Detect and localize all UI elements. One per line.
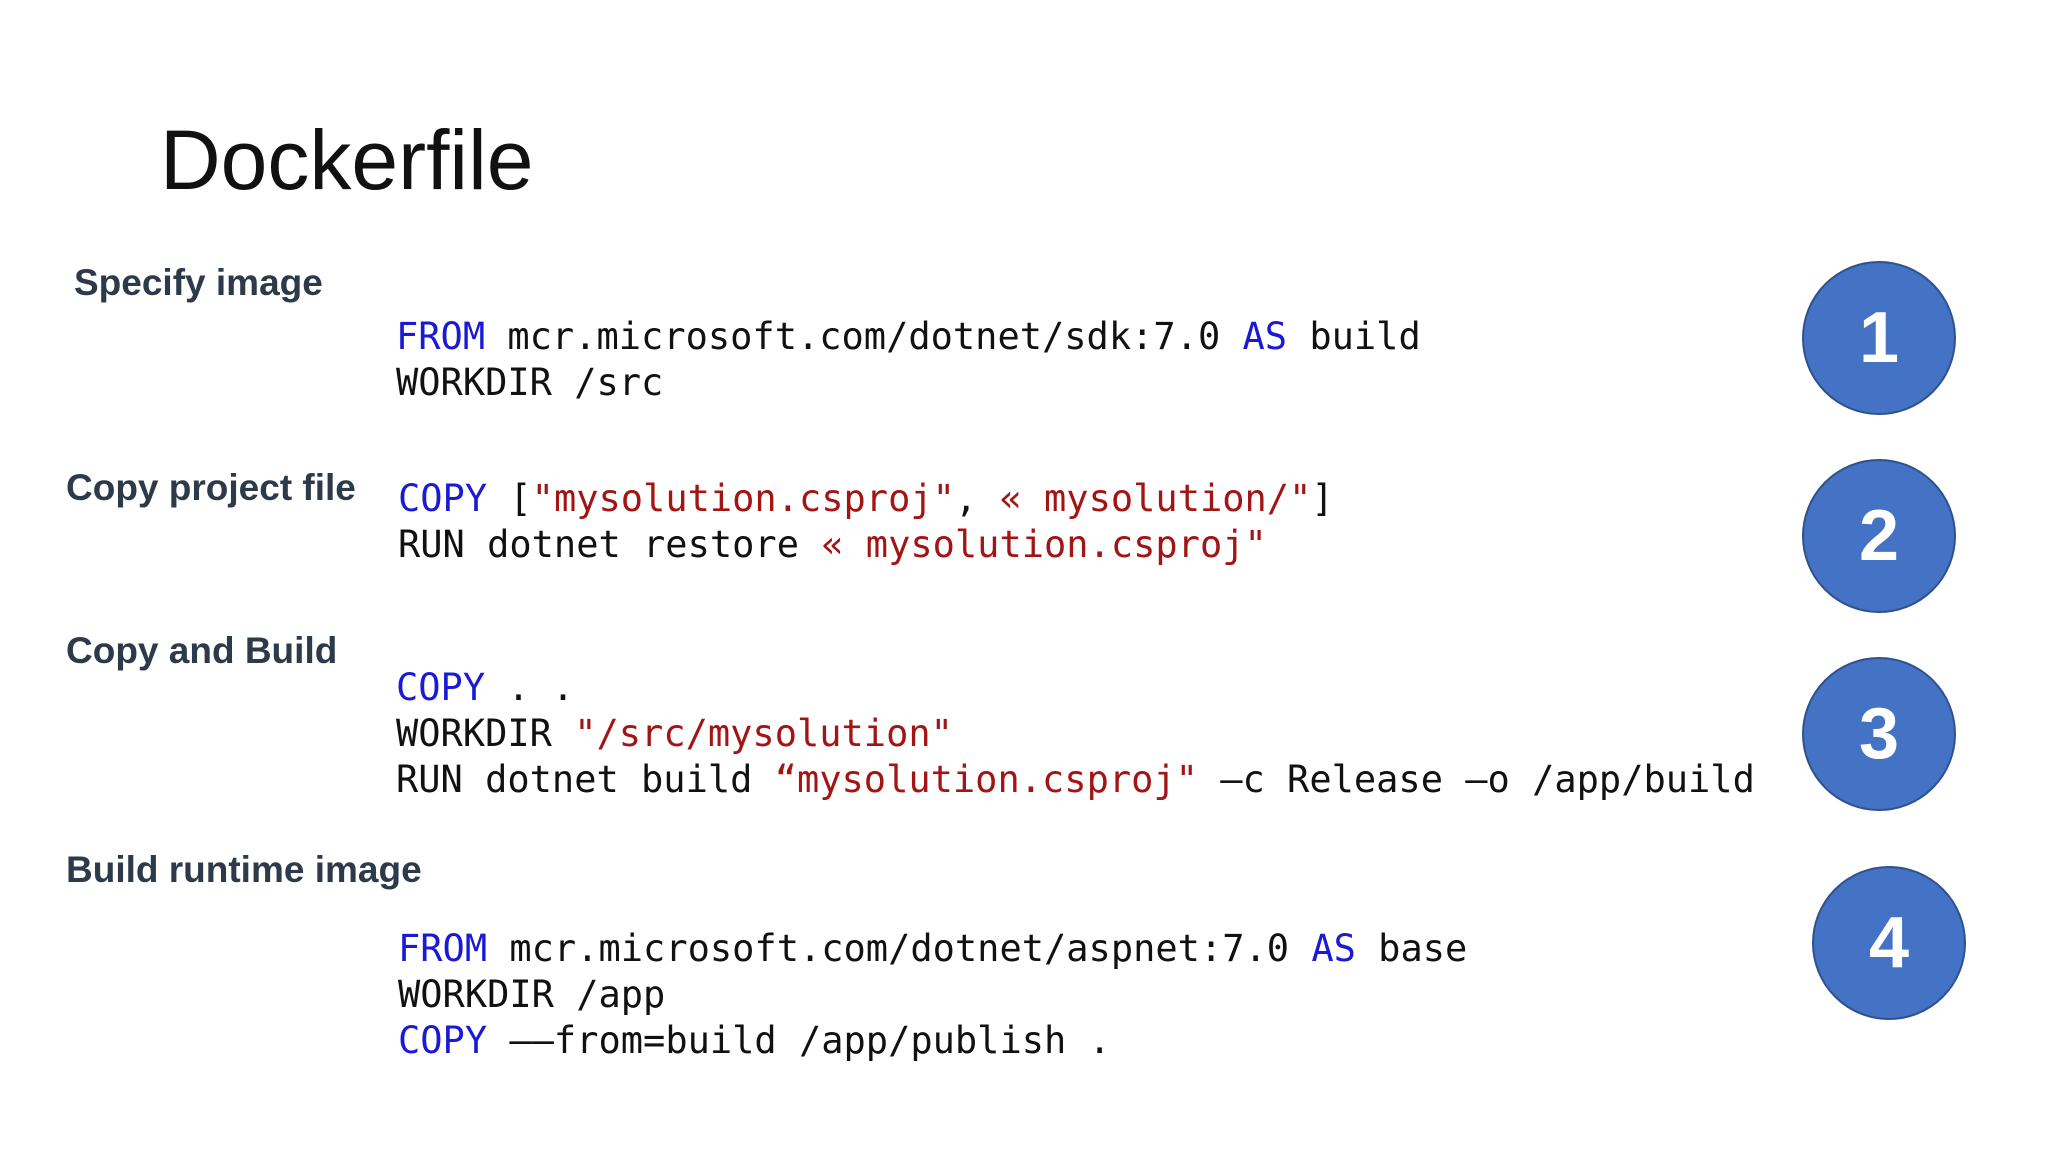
slide-title: Dockerfile	[160, 113, 534, 207]
code-block-copy-and-build: COPY . .WORKDIR "/src/mysolution"RUN dot…	[396, 665, 1755, 803]
code-text: mcr.microsoft.com/dotnet/aspnet:7.0	[487, 927, 1312, 970]
code-string: « mysolution.csproj"	[821, 523, 1267, 566]
code-keyword: FROM	[398, 927, 488, 970]
code-text: RUN dotnet build	[396, 758, 775, 801]
code-text: WORKDIR /src	[396, 361, 664, 404]
code-text: WORKDIR	[396, 712, 575, 755]
code-text: mcr.microsoft.com/dotnet/sdk:7.0	[485, 315, 1243, 358]
code-block-build-runtime-image: FROM mcr.microsoft.com/dotnet/aspnet:7.0…	[398, 926, 1467, 1064]
code-string: "/src/mysolution"	[574, 712, 953, 755]
code-line: WORKDIR /app	[398, 972, 1467, 1018]
code-line: FROM mcr.microsoft.com/dotnet/sdk:7.0 AS…	[396, 314, 1421, 360]
code-line: WORKDIR "/src/mysolution"	[396, 711, 1755, 757]
code-block-copy-project-file: COPY ["mysolution.csproj", « mysolution/…	[398, 476, 1334, 568]
code-text: ––from=build /app/publish .	[487, 1019, 1111, 1062]
step-badge-4: 4	[1812, 866, 1966, 1020]
code-block-specify-image: FROM mcr.microsoft.com/dotnet/sdk:7.0 AS…	[396, 314, 1421, 406]
code-keyword: COPY	[398, 477, 488, 520]
code-keyword: AS	[1242, 315, 1288, 358]
step-badge-1: 1	[1802, 261, 1956, 415]
code-text: . .	[485, 666, 575, 709]
section-label-specify-image: Specify image	[74, 262, 323, 303]
code-keyword: AS	[1311, 927, 1356, 970]
code-line: RUN dotnet restore « mysolution.csproj"	[398, 522, 1334, 568]
section-label-build-runtime-image: Build runtime image	[66, 849, 422, 890]
code-text: base	[1355, 927, 1468, 970]
code-line: RUN dotnet build “mysolution.csproj" –c …	[396, 757, 1755, 803]
code-line: COPY . .	[396, 665, 1755, 711]
code-string: « mysolution/"	[999, 477, 1312, 520]
section-label-copy-and-build: Copy and Build	[66, 630, 338, 671]
code-string: “mysolution.csproj"	[774, 758, 1198, 801]
code-text: ]	[1311, 477, 1334, 520]
section-label-copy-project-file: Copy project file	[66, 467, 356, 508]
code-text: RUN dotnet restore	[398, 523, 822, 566]
step-badge-3: 3	[1802, 657, 1956, 811]
code-text: [	[487, 477, 532, 520]
code-keyword: COPY	[396, 666, 486, 709]
code-line: COPY ["mysolution.csproj", « mysolution/…	[398, 476, 1334, 522]
code-text: WORKDIR /app	[398, 973, 666, 1016]
code-string: "mysolution.csproj"	[531, 477, 955, 520]
code-line: WORKDIR /src	[396, 360, 1421, 406]
code-keyword: FROM	[396, 315, 486, 358]
step-badge-2: 2	[1802, 459, 1956, 613]
code-text: build	[1287, 315, 1421, 358]
code-line: COPY ––from=build /app/publish .	[398, 1018, 1467, 1064]
code-text: –c Release –o /app/build	[1197, 758, 1755, 801]
code-text: ,	[954, 477, 1000, 520]
code-keyword: COPY	[398, 1019, 488, 1062]
code-line: FROM mcr.microsoft.com/dotnet/aspnet:7.0…	[398, 926, 1467, 972]
